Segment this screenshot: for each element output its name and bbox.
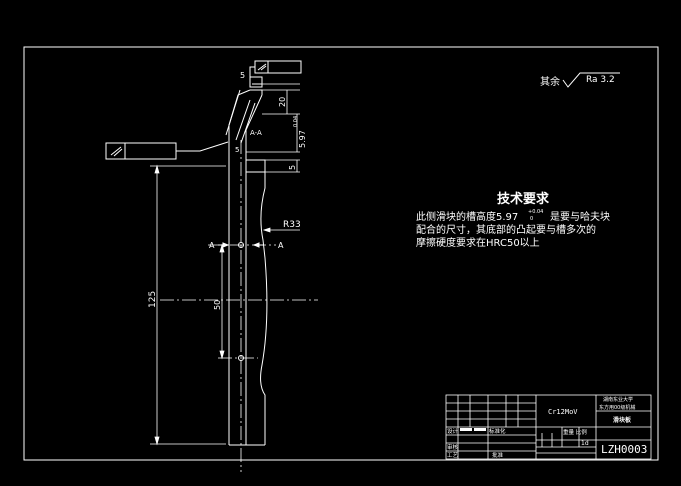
dim-5-angle-label: 5: [235, 146, 239, 154]
section-label-aa: A-A: [250, 129, 262, 137]
tb-approve-label: 批准: [492, 451, 504, 459]
dim-125-label: 125: [148, 291, 158, 308]
dim-5-top-label: 5: [240, 71, 245, 80]
dim-50-label: 50: [213, 300, 222, 310]
dimension-50: [219, 243, 225, 360]
dim-r33-label: R33: [283, 220, 301, 230]
tb-standard-label: 标准化: [489, 427, 506, 435]
drawing-border: [23, 46, 659, 461]
tb-weight-scale: 重量 比例: [563, 428, 587, 436]
tech-req-line1-tail: 是要与哈夫块: [550, 210, 610, 223]
surface-finish-symbol: [562, 72, 620, 88]
title-block: [445, 394, 652, 460]
section-label-a-left: A: [209, 241, 215, 250]
tb-material: Cr12MoV: [548, 408, 578, 416]
tech-req-tol-lower: 0: [530, 216, 533, 222]
section-arrows: [218, 242, 264, 248]
centerlines: [160, 140, 318, 472]
dim-5-right-label: 5: [288, 165, 297, 170]
tech-req-title: 技术要求: [497, 191, 550, 207]
dimension-r33: [262, 227, 300, 233]
dim-5-97-label: 5.97: [298, 130, 307, 148]
surface-finish-prefix: 其余: [540, 75, 560, 88]
tech-req-line1: 此侧滑块的槽高度5.97: [416, 210, 518, 223]
dimension-125: [150, 164, 226, 446]
tb-drawing-number: LZH0003: [601, 443, 647, 456]
tech-req-tol-upper: +0.04: [528, 209, 543, 215]
section-label-a-right: A: [278, 241, 284, 250]
hole-bottom: [238, 355, 244, 361]
title-block-fill-1: [460, 428, 472, 431]
tb-process-label: 工艺: [447, 452, 459, 459]
title-block-fill-2: [474, 428, 486, 431]
tb-scale: 1d: [581, 440, 589, 447]
dimension-stack-right: [246, 83, 300, 173]
tb-part-name: 滑块板: [613, 416, 632, 424]
tb-design-label: 设计: [447, 427, 459, 435]
tb-review-label: 审核: [447, 443, 459, 451]
dim-5-97-tol: 0.04: [293, 116, 299, 127]
tb-dept: 东方用00级机械: [599, 404, 635, 411]
part-outline: [176, 83, 268, 446]
tb-school: 湖南东业大学: [603, 396, 633, 403]
parallelism-frame: [249, 60, 302, 88]
flatness-frame: [105, 142, 177, 160]
tech-req-line2: 配合的尺寸，其底部的凸起要与槽多次的: [416, 223, 596, 236]
surface-finish-value: Ra 3.2: [586, 75, 615, 85]
tech-req-line3: 摩擦硬度要求在HRC50以上: [416, 236, 540, 249]
hole-top: [238, 242, 244, 248]
dim-20-label: 20: [278, 97, 287, 107]
